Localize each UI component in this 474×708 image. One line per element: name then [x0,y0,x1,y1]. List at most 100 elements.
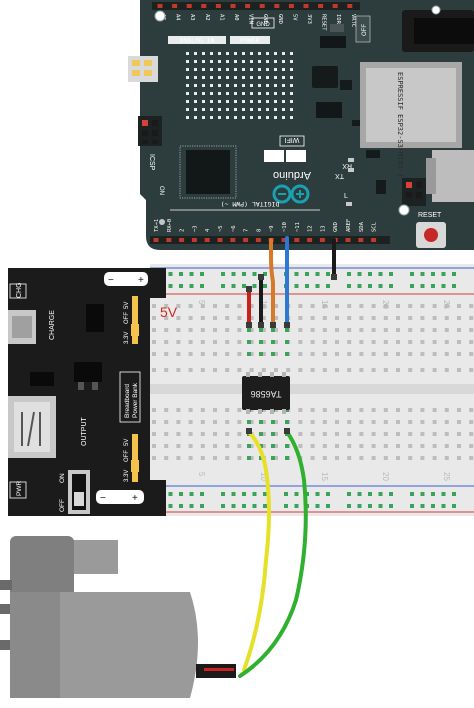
rail-hole [378,504,383,508]
breadboard-hole [200,456,205,460]
breadboard-hole [152,432,156,436]
bottom-header-label: 12 [308,225,314,232]
matrix-dot [258,60,261,63]
header-pin[interactable] [371,238,377,242]
top-header-label: A2 [204,14,210,21]
breadboard-hole [271,432,275,436]
power-switch[interactable] [68,470,90,514]
matrix-dot [266,84,269,87]
rail-hole [431,284,435,288]
breadboard-hole [298,444,303,448]
header-pin[interactable] [318,4,324,8]
rail-hole [441,272,446,276]
bottom-header-label: 8 [256,229,262,232]
breadboard-hole [371,368,376,372]
breadboard-hole [247,420,251,424]
header-pin[interactable] [166,238,172,242]
rail-hole [189,272,194,276]
column-number: 20 [381,472,390,481]
header-pin[interactable] [319,238,325,242]
breadboard-hole [152,444,156,448]
top-header-label: GND [262,14,268,24]
matrix-dot [258,100,261,103]
header-pin[interactable] [332,4,338,8]
matrix-dot [250,52,253,55]
bottom-voltage-jumper[interactable] [120,434,139,482]
breadboard-hole [347,432,352,436]
breadboard-hole [249,352,254,356]
rail-hole [315,492,320,496]
breadboard-hole [432,328,437,332]
header-pin[interactable] [307,238,313,242]
rail-hole [326,284,330,288]
header-pin[interactable] [201,4,207,8]
matrix-dot [202,84,205,87]
matrix-dot [194,108,197,111]
header-pin[interactable] [172,4,178,8]
header-pin[interactable] [230,4,236,8]
header-pin[interactable] [245,4,251,8]
breadboard-hole [396,432,400,436]
breadboard-hole [152,316,156,320]
matrix-dot [186,116,189,119]
header-pin[interactable] [303,4,309,8]
header-pin[interactable] [230,238,236,242]
breadboard-hole [444,408,449,412]
breadboard-hole [371,316,376,320]
breadboard-hole [261,304,266,308]
header-pin[interactable] [215,4,221,8]
header-pin[interactable] [288,4,294,8]
breadboard-hole [396,408,400,412]
header-pin[interactable] [345,238,351,242]
matrix-dot [266,60,269,63]
header-pin[interactable] [358,238,364,242]
brand-line1: Breadboard [124,384,131,418]
breadboard-hole [225,456,230,460]
breadboard-hole [176,340,181,344]
header-pin[interactable] [186,4,192,8]
header-pin[interactable] [153,238,159,242]
usb-output-port[interactable] [8,396,56,458]
breadboard-hole [164,316,169,320]
breadboard-hole [420,316,425,320]
header-pin[interactable] [294,238,300,242]
breadboard-hole [164,420,169,424]
breadboard-hole [225,444,230,448]
column-number: 10 [259,300,268,309]
header-pin[interactable] [255,238,261,242]
matrix-dot [282,116,285,119]
breadboard-hole [408,340,413,344]
top-voltage-jumper[interactable] [120,296,139,344]
breadboard-hole [298,408,303,412]
header-pin[interactable] [274,4,280,8]
breadboard-hole [396,368,400,372]
breadboard-hole [444,304,449,308]
header-pin[interactable] [204,238,210,242]
top-header [152,2,360,10]
breadboard-hole [237,316,242,320]
header-pin[interactable] [217,238,223,242]
breadboard-hole [469,444,474,448]
header-pin[interactable] [347,4,353,8]
matrix-dot [202,116,205,119]
header-pin[interactable] [191,238,197,242]
rail-hole [221,504,225,508]
breadboard-hole [457,328,461,332]
breadboard-hole [237,432,242,436]
breadboard-hole [310,420,315,424]
off-label: OFF [362,24,368,36]
matrix-dot [202,76,205,79]
breadboard-hole [359,352,364,356]
header-pin[interactable] [157,4,163,8]
ic-pin [246,372,286,414]
breadboard-hole [237,304,242,308]
header-pin[interactable] [179,238,185,242]
breadboard-hole [432,304,437,308]
reset-button[interactable] [416,222,446,248]
header-pin[interactable] [243,238,249,242]
header-pin[interactable] [281,238,287,242]
breadboard-hole [347,368,352,372]
matrix-dot [226,108,229,111]
header-pin[interactable] [259,4,265,8]
matrix-dot [210,92,213,95]
